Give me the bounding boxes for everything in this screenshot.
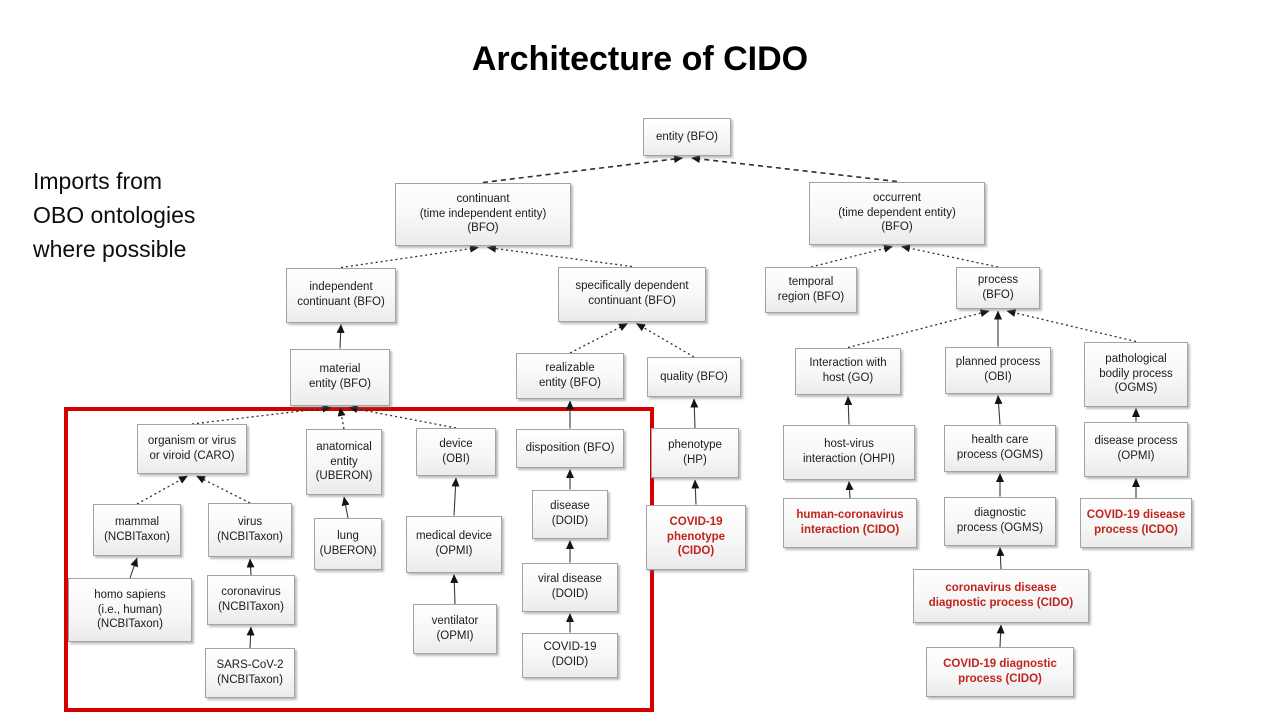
node-independent-continuant: independent continuant (BFO) (286, 267, 396, 323)
node-anatomical: anatomical entity (UBERON) (306, 429, 382, 495)
node-quality: quality (BFO) (647, 357, 741, 397)
node-mammal: mammal (NCBITaxon) (93, 504, 181, 556)
node-coronavirus: coronavirus (NCBITaxon) (207, 575, 295, 625)
node-viral-disease: viral disease (DOID) (522, 562, 618, 612)
node-ventilator: ventilator (OPMI) (413, 604, 497, 654)
node-virus: virus (NCBITaxon) (208, 503, 292, 557)
node-interaction-host: Interaction with host (GO) (795, 347, 901, 395)
node-disposition: disposition (BFO) (516, 428, 624, 468)
node-continuant: continuant (time independent entity) (BF… (395, 182, 571, 246)
node-covid19: COVID-19 (DOID) (522, 632, 618, 678)
node-covid-disease-process: COVID-19 disease process (ICDO) (1080, 498, 1192, 548)
node-device: device (OBI) (416, 428, 496, 476)
node-occurrent: occurrent (time dependent entity) (BFO) (809, 181, 985, 245)
node-disease: disease (DOID) (532, 489, 608, 539)
node-human-coronavirus: human-coronavirus interaction (CIDO) (783, 498, 917, 548)
node-lung: lung (UBERON) (314, 518, 382, 570)
node-process: process (BFO) (956, 267, 1040, 309)
node-sars: SARS-CoV-2 (NCBITaxon) (205, 648, 295, 698)
node-health-care: health care process (OGMS) (944, 424, 1056, 472)
node-planned-process: planned process (OBI) (945, 346, 1051, 394)
node-disease-process: disease process (OPMI) (1084, 421, 1188, 477)
node-material-entity: material entity (BFO) (290, 348, 390, 406)
node-homo-sapiens: homo sapiens (i.e., human) (NCBITaxon) (68, 578, 192, 642)
node-covid-phenotype: COVID-19 phenotype (CIDO) (646, 504, 746, 570)
node-organism: organism or virus or viroid (CARO) (137, 424, 247, 474)
node-host-virus: host-virus interaction (OHPI) (783, 424, 915, 480)
node-medical-device: medical device (OPMI) (406, 515, 502, 573)
node-specifically-dependent: specifically dependent continuant (BFO) (558, 266, 706, 322)
side-note: Imports from OBO ontologies where possib… (33, 168, 196, 262)
node-realizable-entity: realizable entity (BFO) (516, 353, 624, 399)
node-diagnostic: diagnostic process (OGMS) (944, 496, 1056, 546)
node-entity: entity (BFO) (643, 118, 731, 156)
node-coronavirus-diagnostic: coronavirus disease diagnostic process (… (913, 569, 1089, 623)
node-covid-diagnostic: COVID-19 diagnostic process (CIDO) (926, 647, 1074, 697)
node-temporal-region: temporal region (BFO) (765, 267, 857, 313)
node-phenotype: phenotype (HP) (651, 428, 739, 478)
page-title: Architecture of CIDO (471, 40, 809, 78)
node-pathological: pathological bodily process (OGMS) (1084, 341, 1188, 407)
